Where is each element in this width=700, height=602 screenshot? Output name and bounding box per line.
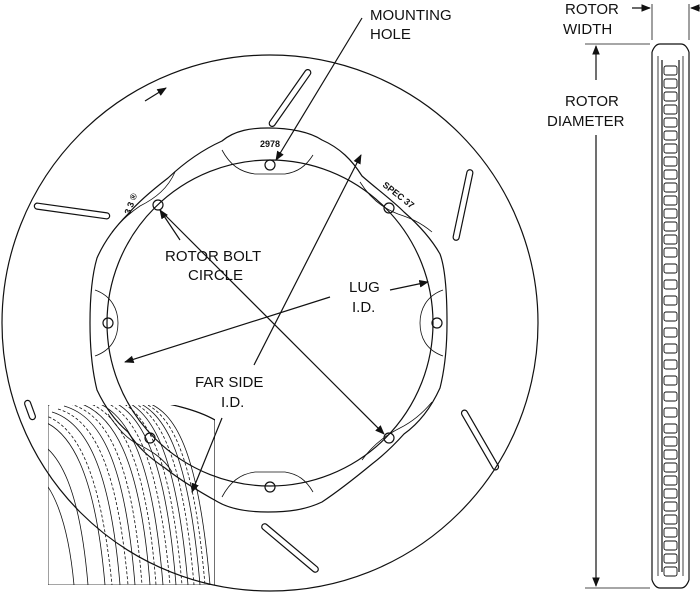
- side-view-vane: [663, 488, 678, 499]
- side-view-vane: [663, 263, 678, 274]
- spec-marking: SPEC 37: [381, 180, 416, 211]
- lug-id-label-line1: LUG: [349, 279, 380, 296]
- bolt-circle-label-line1: ROTOR BOLT: [165, 248, 261, 265]
- mounting-hole-upper-right: [383, 202, 395, 214]
- mounting-hole-lower-right: [383, 432, 395, 444]
- rotor-outer-edge: [1, 54, 539, 592]
- side-view-vane: [663, 343, 678, 354]
- side-view-vane: [663, 436, 678, 447]
- face-leaders: [124, 17, 429, 493]
- mounting-hole-bottom: [264, 481, 276, 493]
- side-code-marking: 3 3 ®: [122, 192, 139, 216]
- side-view-vane: [663, 407, 678, 418]
- side-view-vane: [663, 566, 678, 577]
- side-view-vane: [663, 391, 678, 402]
- side-view-vane: [663, 221, 678, 232]
- side-view-vane: [663, 311, 678, 322]
- side-view-vane: [663, 156, 678, 167]
- side-view-vane: [663, 78, 678, 89]
- mounting-holes: [102, 159, 443, 493]
- side-view-vane: [663, 527, 678, 538]
- side-view-vane: [663, 65, 678, 76]
- side-view-vane: [663, 462, 678, 473]
- mounting-hole-left: [102, 317, 114, 329]
- side-view-vane: [663, 182, 678, 193]
- side-view-dimensions: ROTOR WIDTH ROTOR DIAMETER: [547, 1, 700, 589]
- rotor-face: 2978 SPEC 37 3 3 ®: [1, 54, 539, 592]
- mounting-hole-lower-left: [144, 432, 156, 444]
- rotor-width-label-line1: ROTOR: [565, 1, 619, 18]
- side-view-vane: [663, 130, 678, 141]
- vane-cutaway: [48, 405, 215, 585]
- lug-id-label-line2: I.D.: [352, 299, 375, 316]
- mounting-hole-top: [264, 159, 276, 171]
- side-view-vane: [663, 117, 678, 128]
- hat-outer-profile: [89, 127, 448, 513]
- mounting-hole-upper-left: [152, 199, 164, 211]
- far-side-label-line1: FAR SIDE: [195, 374, 263, 391]
- side-view-vane: [663, 104, 678, 115]
- hat-scallops: [94, 149, 444, 498]
- side-view-vane: [663, 359, 678, 370]
- side-view-vane: [663, 327, 678, 338]
- face-labels: MOUNTING HOLE ROTOR BOLT CIRCLE LUG I.D.…: [165, 7, 452, 411]
- side-view-vane: [663, 234, 678, 245]
- side-view-vanes: [663, 65, 678, 577]
- side-view-vane: [663, 279, 678, 290]
- rotor-width-label-line2: WIDTH: [563, 21, 612, 38]
- side-view-vane: [663, 91, 678, 102]
- far-side-label-line2: I.D.: [221, 394, 244, 411]
- side-view-vane: [663, 449, 678, 460]
- part-number-marking: 2978: [260, 139, 280, 149]
- side-view-vane: [663, 423, 678, 434]
- side-view-vane: [663, 475, 678, 486]
- side-view-vane: [663, 375, 678, 386]
- side-view-vane: [663, 501, 678, 512]
- side-view-vane: [663, 514, 678, 525]
- mounting-hole-label-line1: MOUNTING: [370, 7, 452, 24]
- side-view-vane: [663, 247, 678, 258]
- side-view-vane: [663, 169, 678, 180]
- rotor-slots: [24, 69, 500, 573]
- mounting-hole-label-line2: HOLE: [370, 26, 411, 43]
- mounting-hole-right: [431, 317, 443, 329]
- side-view-vane: [663, 195, 678, 206]
- bolt-circle-label-line2: CIRCLE: [188, 267, 243, 284]
- side-view-vane: [663, 143, 678, 154]
- rotor-diameter-label-line1: ROTOR: [565, 93, 619, 110]
- side-view-vane: [663, 295, 678, 306]
- rotor-side-view: [651, 43, 690, 589]
- arrow-up-right-icon: [144, 87, 167, 102]
- side-view-vane: [663, 553, 678, 564]
- side-view-vane: [663, 208, 678, 219]
- rotor-diameter-label-line2: DIAMETER: [547, 113, 625, 130]
- side-view-vane: [663, 540, 678, 551]
